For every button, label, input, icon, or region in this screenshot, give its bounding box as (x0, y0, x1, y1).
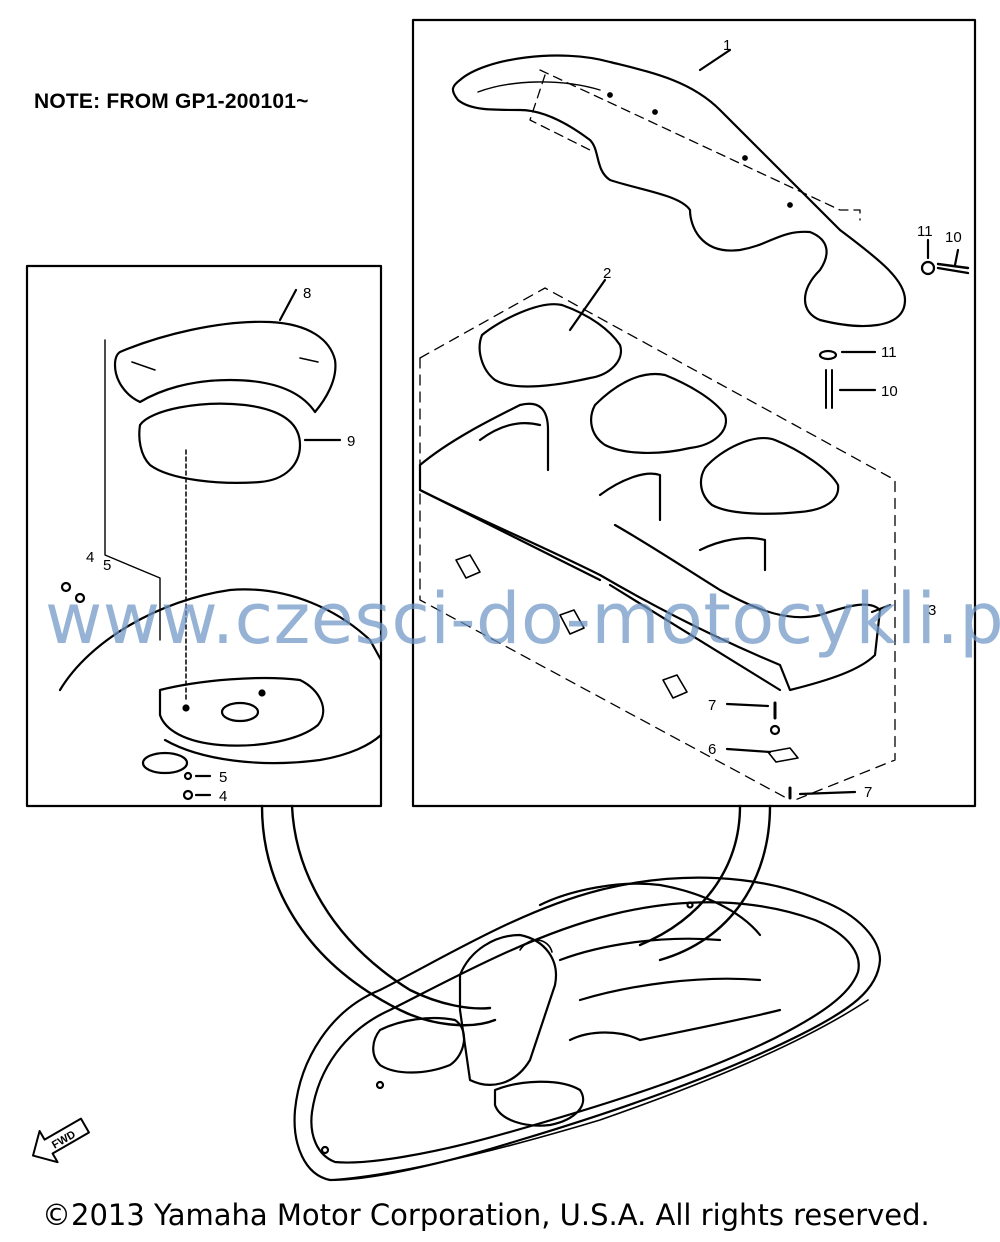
right-detail-frame (411, 18, 977, 808)
callout-9: 9 (347, 433, 355, 450)
callout-7-lower: 7 (864, 784, 872, 801)
left-connector-arrow-outline (290, 804, 492, 1010)
right-connector-arrow-outline (638, 804, 742, 947)
part-1-backrest (451, 54, 907, 328)
callout-5-upper: 5 (103, 557, 111, 574)
callout-2: 2 (603, 265, 611, 282)
parts-10-11-bolts (818, 238, 970, 409)
model-range-note: NOTE: FROM GP1-200101~ (34, 90, 309, 113)
callout-4-upper: 4 (86, 549, 94, 566)
callout-5-lower: 5 (219, 769, 227, 786)
callout-6: 6 (708, 741, 716, 758)
boat-hull (293, 876, 882, 1182)
callout-11-upper: 11 (917, 223, 933, 240)
fwd-arrow-badge: FWD (32, 1117, 90, 1164)
left-detail-frame (25, 264, 383, 808)
callout-10-upper: 10 (945, 229, 962, 246)
callout-1: 1 (723, 37, 731, 54)
watermark-text: www.czesci-do-motocykli.pl (45, 578, 1000, 660)
callout-11-lower: 11 (881, 344, 897, 361)
callout-8: 8 (303, 285, 311, 302)
left-inset-parts (58, 288, 383, 801)
callout-3: 3 (928, 602, 936, 619)
right-connector-arrow (658, 804, 772, 962)
callout-7-upper: 7 (708, 697, 716, 714)
callout-4-lower: 4 (219, 788, 227, 805)
callout-10-lower: 10 (881, 383, 898, 400)
part-2-3-seat-assembly (418, 48, 896, 801)
copyright-notice: ©2013 Yamaha Motor Corporation, U.S.A. A… (42, 1198, 930, 1232)
